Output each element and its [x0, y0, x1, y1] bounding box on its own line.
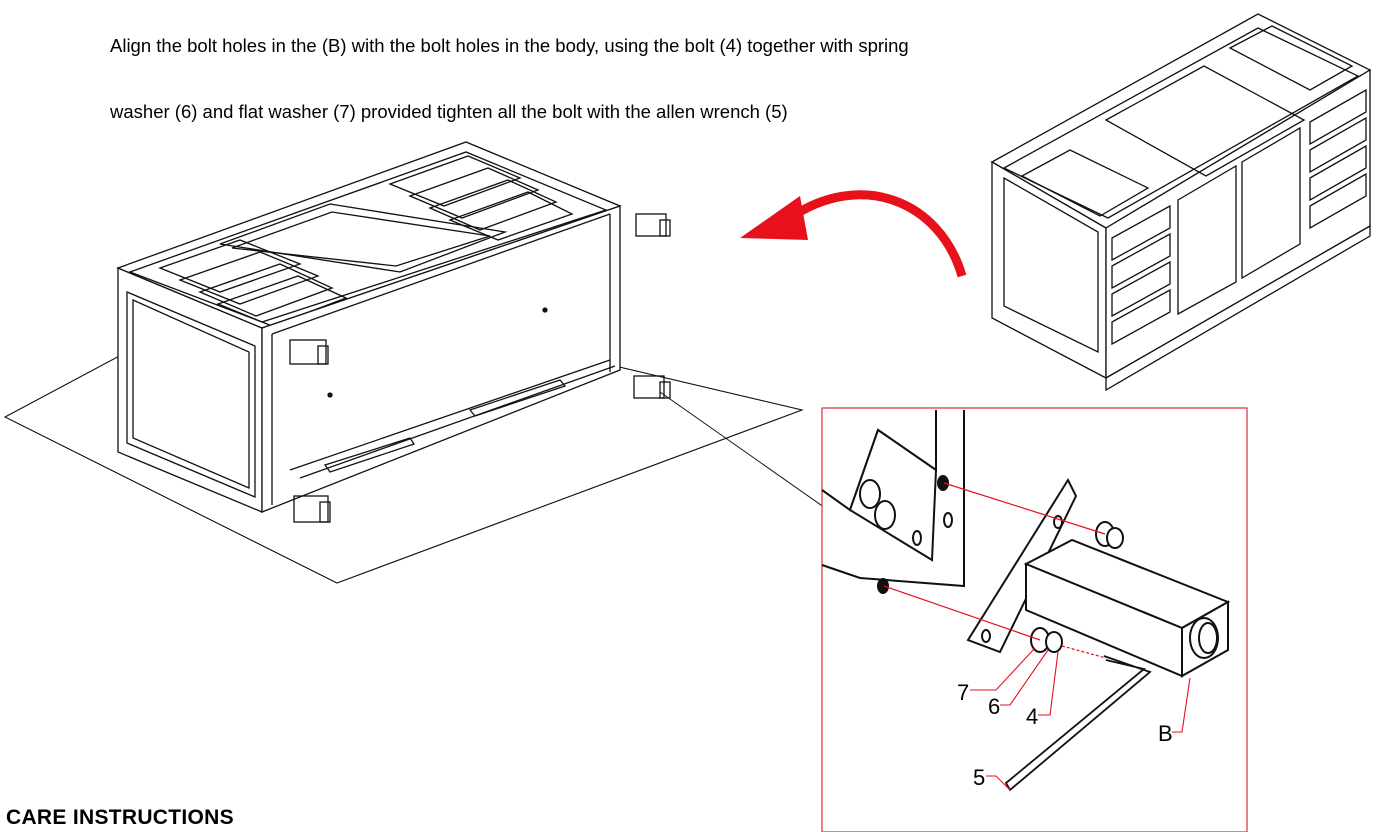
flip-arrow-head [740, 196, 808, 240]
care-instructions-heading: CARE INSTRUCTIONS [6, 806, 234, 829]
instruction-text: Align the bolt holes in the (B) with the… [110, 0, 1110, 145]
detail-drawing [821, 410, 1231, 792]
callout-4: 4 [1026, 704, 1038, 729]
instruction-line-1: Align the bolt holes in the (B) with the… [110, 35, 909, 56]
callout-5: 5 [973, 765, 985, 790]
callout-leaders [970, 647, 1191, 791]
callout-B: B [1158, 721, 1173, 746]
instruction-line-2: washer (6) and flat washer (7) provided … [110, 101, 788, 122]
alignment-lines [883, 482, 1107, 659]
detail-leader [659, 391, 849, 525]
callout-7: 7 [957, 680, 969, 705]
callout-6: 6 [988, 694, 1000, 719]
flip-arrow [787, 190, 967, 278]
cabinet-upright [990, 13, 1372, 392]
cabinet-upside-down [116, 141, 671, 523]
